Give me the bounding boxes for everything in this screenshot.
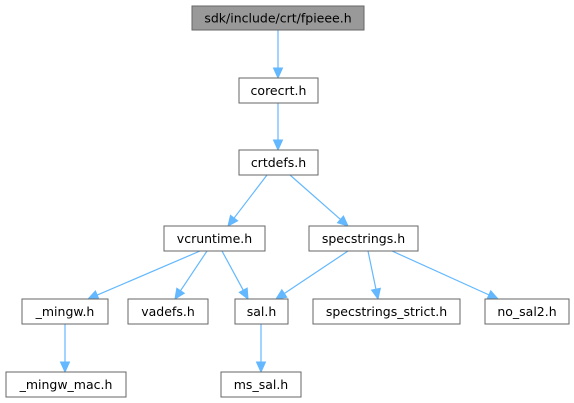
edge-crtdefs-to-specstrings [289,174,349,227]
edge-layer [59,30,500,374]
node-ms-sal-h[interactable]: ms_sal.h [220,371,302,398]
edge-corecrt-to-crtdefs [272,103,284,152]
edge-arrowhead [486,289,500,300]
node-specstrings-strict-h[interactable]: specstrings_strict.h [312,298,461,325]
edge-line [289,174,341,220]
edge-arrowhead [59,361,71,374]
edge-line [367,250,377,290]
edge-vcruntime-to-vadefs [174,250,208,301]
edge-arrowhead [255,361,267,374]
edge-mingw-to-mingw_mac [59,324,71,374]
edge-line [180,250,208,292]
node-label-vadefs-h: vadefs.h [141,304,195,319]
node-label-specstrings-strict-h: specstrings_strict.h [326,304,447,319]
edge-arrowhead [227,214,239,227]
node-specstrings-h[interactable]: specstrings.h [308,225,419,252]
node-label-no-sal2-h: no_sal2.h [497,304,556,319]
edge-arrowhead [272,139,284,152]
edge-line [96,250,201,296]
node-label-vcruntime-h: vcruntime.h [177,231,252,246]
node-vcruntime-h[interactable]: vcruntime.h [163,225,266,252]
edge-arrowhead [238,287,249,301]
node-corecrt-h[interactable]: corecrt.h [238,77,319,104]
edge-arrowhead [272,67,284,80]
node-label-crtdefs-h: crtdefs.h [251,155,306,170]
edge-arrowhead [274,288,288,300]
node-no-sal2-h[interactable]: no_sal2.h [484,298,570,325]
node-label-sal-h: sal.h [247,304,277,319]
edge-vcruntime-to-sal [221,250,249,301]
edge-specstrings-to-sal [274,250,349,300]
edge-specstrings-to-specstrings_strict [367,250,382,301]
node-sal-h[interactable]: sal.h [234,298,289,325]
edge-specstrings-to-no_sal2 [391,250,500,300]
node-label-mingw-mac-h: _mingw_mac.h [19,377,113,392]
node-mingw-mac-h[interactable]: _mingw_mac.h [5,371,127,398]
edge-line [233,174,268,219]
node-label-specstrings-h: specstrings.h [322,231,405,246]
edge-fpieee-to-corecrt [272,30,284,80]
node-fpieee-h[interactable]: sdk/include/crt/fpieee.h [191,5,365,31]
edge-crtdefs-to-vcruntime [227,174,268,227]
edge-sal-to-ms_sal [255,324,267,374]
node-crtdefs-h[interactable]: crtdefs.h [238,149,319,176]
node-label-ms-sal-h: ms_sal.h [234,377,288,392]
edge-arrowhead [336,215,349,227]
edge-arrowhead [370,287,382,301]
node-mingw-h[interactable]: _mingw.h [21,298,109,325]
node-label-corecrt-h: corecrt.h [251,83,307,98]
edge-arrowhead [174,287,186,301]
node-label-mingw-h: _mingw.h [35,304,95,319]
edge-arrowhead [86,290,100,300]
edge-line [221,250,244,291]
edge-line [391,250,490,296]
edge-line [283,250,349,294]
node-label-fpieee-h: sdk/include/crt/fpieee.h [204,11,351,26]
node-vadefs-h[interactable]: vadefs.h [127,298,209,325]
